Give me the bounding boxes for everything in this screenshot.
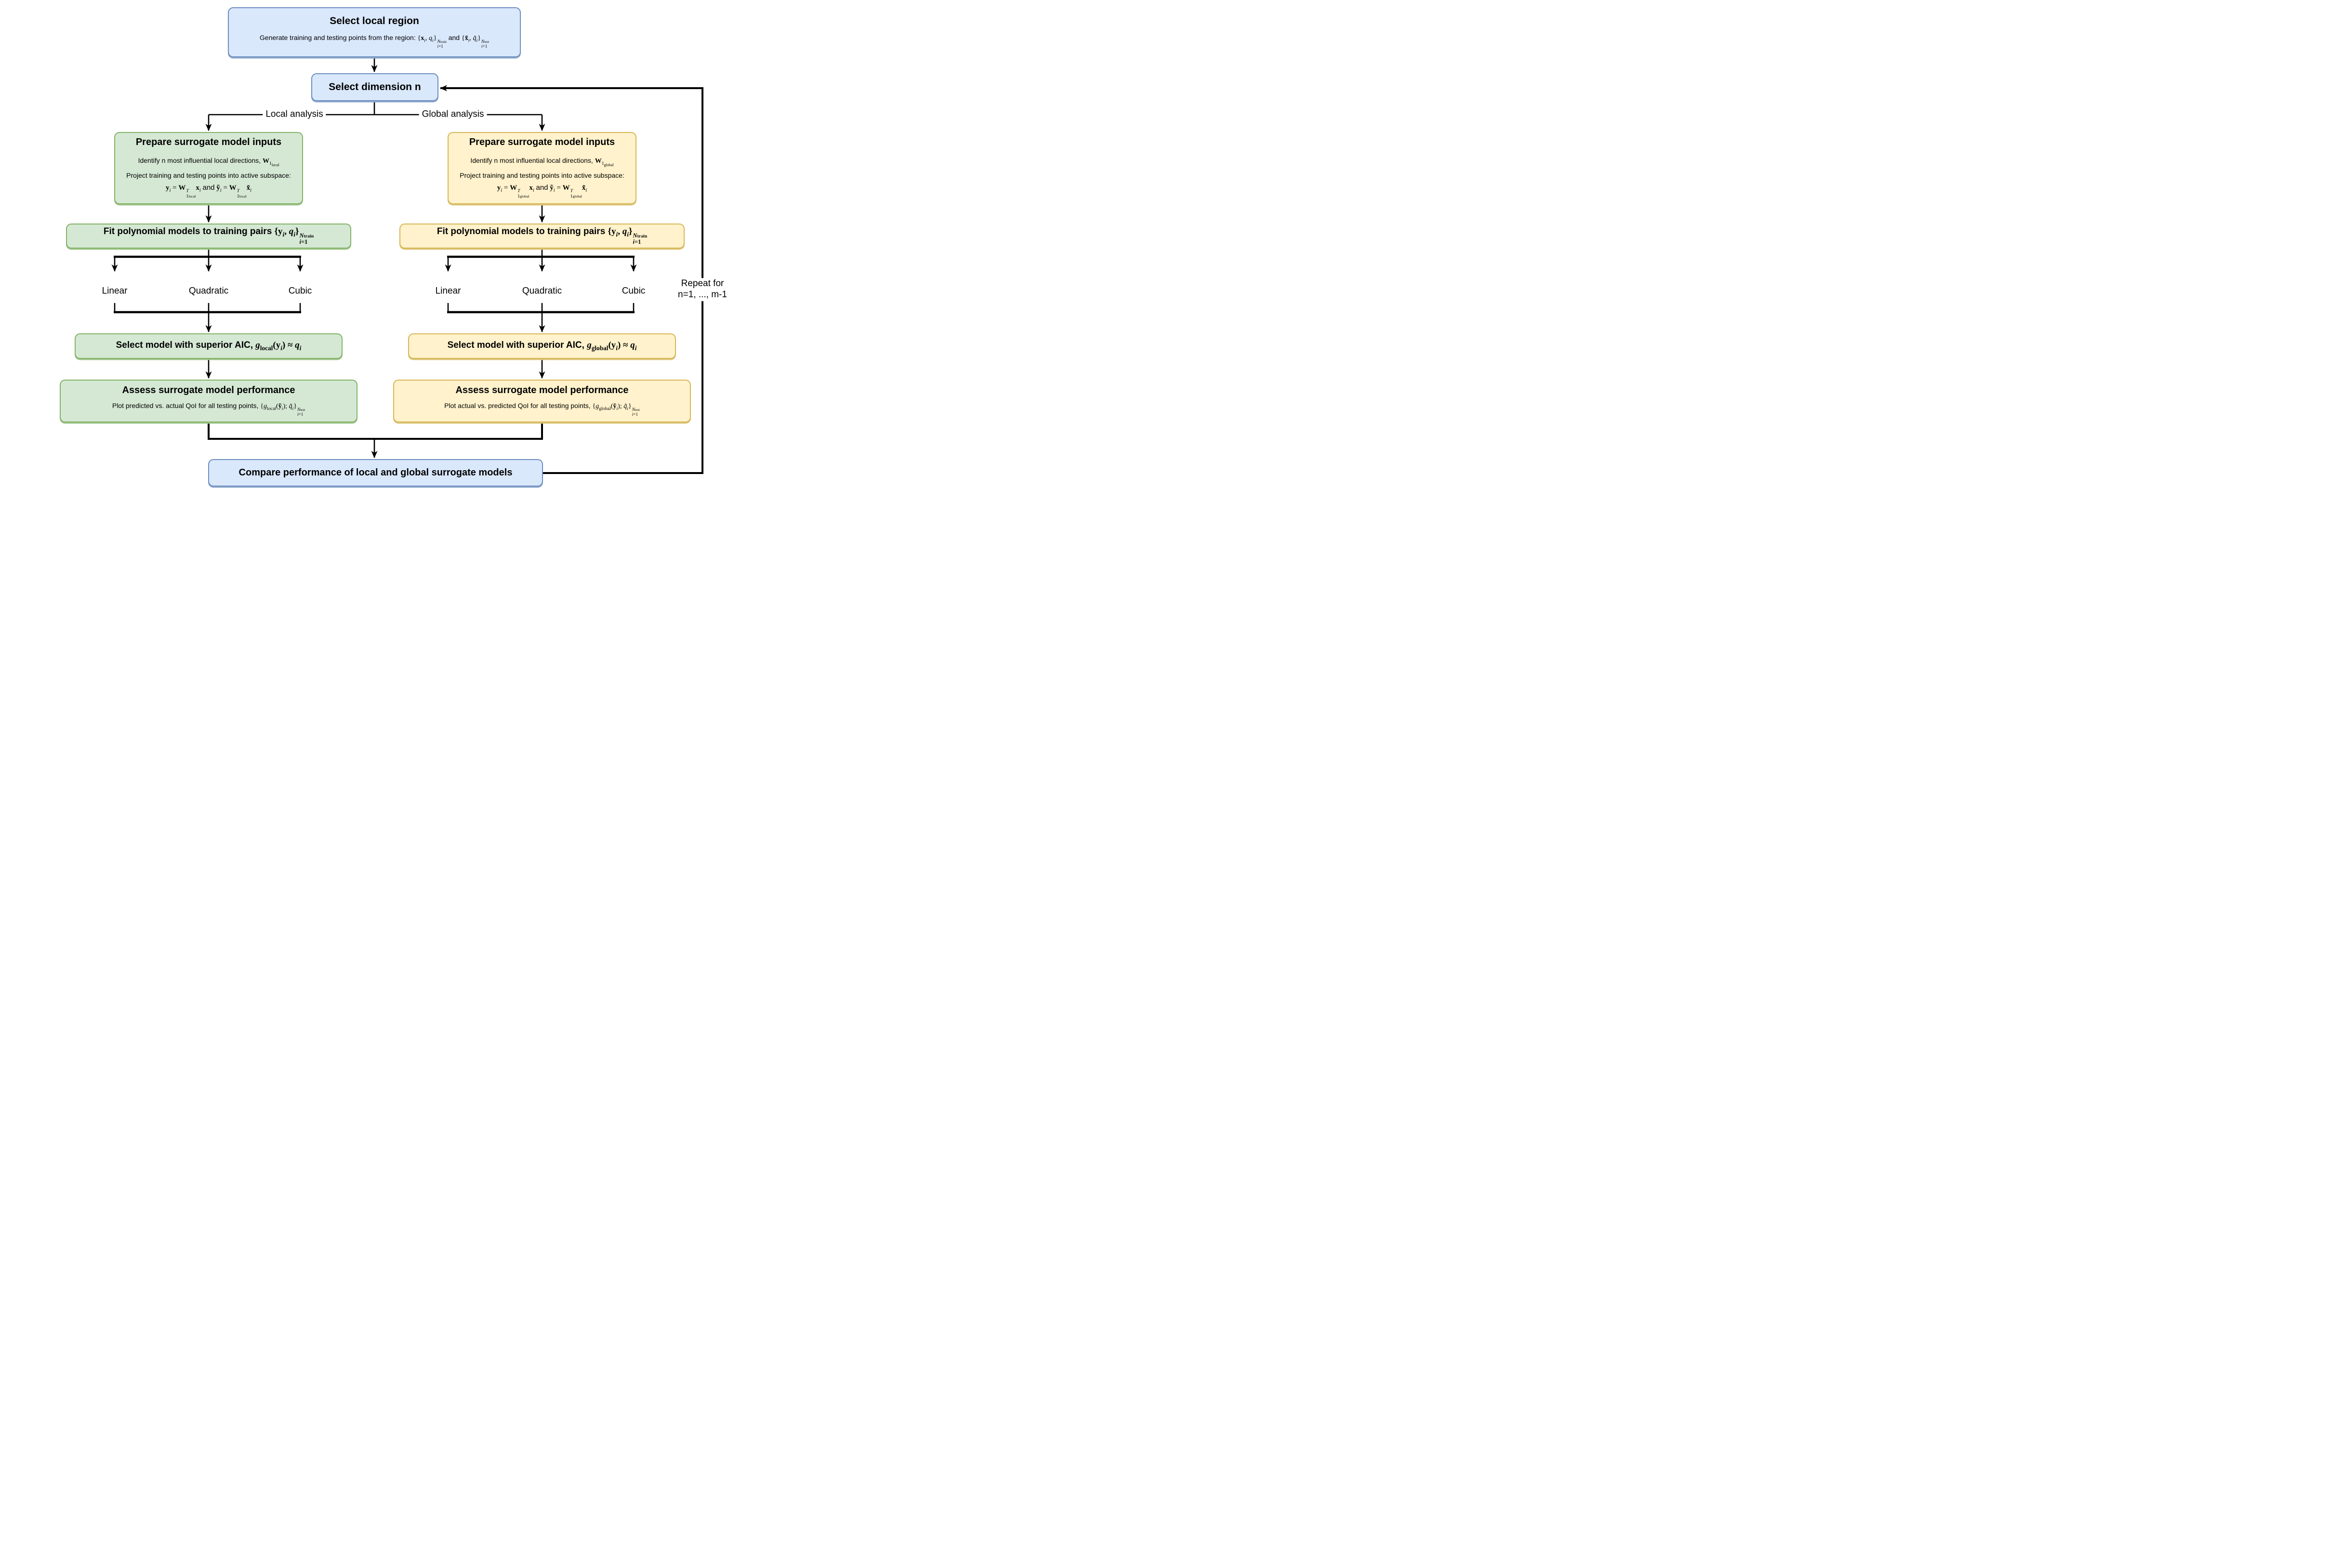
global-analysis-label: Global analysis [419,108,487,121]
assess-performance-local-subtitle: Plot predicted vs. actual QoI for all te… [112,402,305,417]
fit-models-global-text: Fit polynomial models to training pairs … [437,226,648,246]
assess-performance-global-node: Assess surrogate model performance Plot … [393,380,691,422]
select-dimension-node: Select dimension n [311,73,438,101]
model-label-linear-global: Linear [432,285,464,298]
compare-performance-title: Compare performance of local and global … [238,467,513,478]
prepare-inputs-global-node: Prepare surrogate model inputs Identify … [448,132,636,204]
flowchart-canvas: Select local region Generate training an… [0,0,744,498]
prepare-inputs-global-line2: Project training and testing points into… [460,171,624,179]
fit-models-local-node: Fit polynomial models to training pairs … [66,224,351,249]
select-local-region-node: Select local region Generate training an… [228,7,521,57]
select-aic-global-text: Select model with superior AIC, gglobal(… [447,340,637,352]
select-aic-global-node: Select model with superior AIC, gglobal(… [408,333,676,359]
model-label-cubic-global: Cubic [619,285,649,298]
model-label-linear-local: Linear [99,285,131,298]
fit-models-local-text: Fit polynomial models to training pairs … [103,226,314,246]
model-label-cubic-local: Cubic [285,285,315,298]
assess-performance-local-node: Assess surrogate model performance Plot … [60,380,357,422]
local-analysis-label: Local analysis [263,108,326,121]
select-local-region-title: Select local region [330,15,419,27]
prepare-inputs-global-title: Prepare surrogate model inputs [469,136,615,147]
prepare-inputs-local-title: Prepare surrogate model inputs [135,136,282,147]
select-local-region-subtitle: Generate training and testing points fro… [259,34,490,49]
prepare-inputs-local-line1: Identify n most influential local direct… [138,156,279,167]
select-aic-local-node: Select model with superior AIC, glocal(y… [75,333,343,359]
prepare-inputs-global-line1: Identify n most influential local direct… [470,156,614,167]
select-aic-local-text: Select model with superior AIC, glocal(y… [116,340,302,352]
assess-performance-global-subtitle: Plot actual vs. predicted QoI for all te… [444,402,640,417]
prepare-inputs-local-line2: Project training and testing points into… [126,171,291,179]
fit-models-global-node: Fit polynomial models to training pairs … [399,224,685,249]
repeat-label: Repeat for n=1, ..., m-1 [675,278,730,301]
assess-performance-global-title: Assess surrogate model performance [455,385,629,396]
repeat-label-line1: Repeat for [681,278,724,289]
model-label-quadratic-global: Quadratic [519,285,565,298]
prepare-inputs-local-node: Prepare surrogate model inputs Identify … [114,132,303,204]
assess-performance-local-title: Assess surrogate model performance [122,385,295,396]
repeat-label-line2: n=1, ..., m-1 [678,290,727,300]
select-dimension-title: Select dimension n [329,81,421,92]
compare-performance-node: Compare performance of local and global … [208,459,543,487]
model-label-quadratic-local: Quadratic [185,285,232,298]
